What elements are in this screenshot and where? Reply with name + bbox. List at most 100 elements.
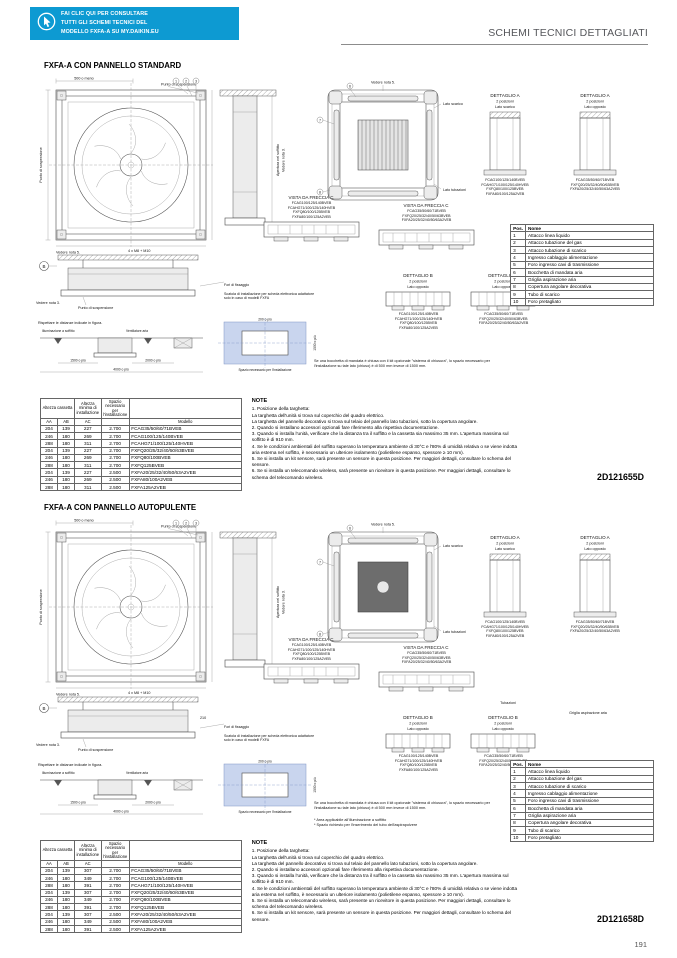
ceiling-lamp-icon (54, 338, 62, 344)
page-number: 191 (634, 940, 647, 949)
parts-row: 4 Ingresso cablaggio alimentazione (510, 253, 654, 262)
dim-aa: 204 (40, 424, 58, 434)
notes: NOTE 1. Posizione della targhetta: La ta… (252, 840, 520, 923)
dims-header-aa: AA (40, 860, 58, 868)
detail-a-models-large: FCAG100/125/140BVEB FCAHG71/100/125/140H… (481, 178, 529, 196)
notes-title: NOTE (251, 398, 268, 404)
detail-a-left: DETTAGLIO A 2 posizioni Lato scarico (483, 535, 527, 618)
dim-spazio: 2.700 (100, 874, 130, 883)
label-suspension-b: Punto di sospensione (78, 306, 113, 310)
dimension-row: 288 180 391 2.500 FXFA125A2VEB (40, 924, 242, 934)
dim-ac: 349 (74, 874, 102, 883)
suction-grille (357, 119, 409, 171)
part-pos: 4 (510, 253, 526, 262)
parts-row: 4 Ingresso cablaggio alimentazione (510, 789, 654, 798)
note-item: 3. Quando si installa l'unità, verificar… (251, 431, 509, 443)
label-dettaglio-b: DETTAGLIO B (403, 273, 432, 278)
vista-c-models-small: FCAG35/50/60/71BVEB FXFQ20/25/32/40/50/6… (401, 209, 452, 223)
detail-a-models-large: FCAG100/125/140BVEB FCAHG71/100/125/140H… (481, 620, 529, 638)
part-pos: 6 (510, 268, 526, 277)
dim-ab: 180 (57, 432, 75, 441)
label-vedere-nota-5: Vedere nota 5. (56, 251, 80, 255)
dim-modello: FCAG100/125/140BVEB (128, 874, 242, 883)
side-view-a: Apertura nel soffitto Vedere nota 3. (219, 89, 286, 226)
label-fori-fissaggio: Fori di fissaggio (224, 282, 250, 287)
self-cleaning-panel-center (357, 561, 409, 613)
label-vedere-nota-5b: Vedere nota 5. (371, 523, 395, 527)
label-vedere-nota-3: Vedere nota 3. (282, 148, 286, 172)
note-item: 6. Se si installa un telecomando wireles… (251, 468, 511, 480)
detail-a-right: DETTAGLIO A 2 posizioni Lato opposto (573, 535, 617, 618)
label-vedere-nota-5b: Vedere nota 5. (371, 81, 395, 85)
section: FXFA-A CON PANNELLO STANDARD 500 o meno (0, 52, 677, 494)
part-pos: 9 (510, 290, 526, 299)
dimension-row: 204 139 227 2.500 FXFA20/25/32/40/50/63A… (40, 468, 242, 477)
dimension-row: 288 180 391 2.700 FCAHG71/100/125/140HVE… (40, 881, 242, 890)
part-pos: 2 (510, 774, 526, 784)
dim-ac: 349 (74, 895, 102, 905)
detail-b-right: DETTAGLIO B 2 posizioni Lato opposto (470, 715, 536, 753)
dims-header-modello: Modello (128, 418, 242, 426)
part-pos: 8 (510, 282, 526, 292)
label-vedere-nota-3b: Vedere nota 3. (36, 301, 60, 305)
part-name: Attacco tubazione di scarico (525, 246, 654, 255)
part-pos: 4 (510, 789, 526, 798)
dimensions-table: Altezza cassetta Altezza minima di insta… (40, 839, 242, 934)
label-dettaglio-a: DETTAGLIO A (490, 535, 519, 540)
dim-ac: 349 (74, 917, 102, 927)
section: FXFA-A CON PANNELLO AUTOPULENTE 500 o me… (0, 494, 677, 936)
detail-b-models-large: FCAG100/125/140BVEB FCAHG71/100/125/140H… (394, 312, 443, 330)
dims-header-aa: AA (40, 418, 58, 426)
clearance-footnote: Se una bocchetta di mandata è chiusa con… (314, 801, 490, 810)
dim-spazio: 2.700 (100, 895, 130, 905)
panel-front-view: Vedere nota 5. Lato scarico Lato tubazio… (316, 523, 466, 643)
dim-ac: 227 (74, 424, 102, 434)
dim-spazio: 2.500 (100, 468, 130, 477)
dim-modello: FXFQ80/100BVEB (128, 453, 242, 463)
dimension-row: 246 180 269 2.700 FXFQ80/100BVEB (40, 453, 242, 463)
dim-ac: 269 (74, 453, 102, 463)
dim-modello: FCAG35/50/60/71BVEB (128, 866, 242, 876)
parts-row: 8 Copertura angolare decorativa (510, 818, 654, 828)
detail-b-left: DETTAGLIO B 2 posizioni Lato opposto (385, 273, 451, 311)
title-rule (341, 44, 648, 45)
part-pos: 7 (510, 275, 526, 284)
dim-aa: 204 (40, 888, 58, 897)
part-pos: 5 (510, 796, 526, 806)
parts-table: Pos. Nome 1 Attacco linea liquido (510, 759, 654, 842)
dim-spazio: 2.500 (100, 924, 130, 934)
daikin-link-banner[interactable]: FAI CLIC QUI PER CONSULTARE TUTTI GLI SC… (30, 7, 239, 40)
parts-row: 7 Griglia aspirazione aria (510, 811, 654, 820)
section-bottom: Altezza cassetta Altezza minima di insta… (40, 839, 677, 934)
parts-row: 9 Tubo di scarico (510, 290, 654, 299)
label-2-posizioni: 2 posizioni (409, 280, 427, 284)
vista-freccia-c-left: VISTA DA FRECCIA C (263, 195, 360, 242)
dims-header-altezza: Altezza cassetta (40, 397, 75, 420)
dim-aa: 288 (40, 439, 58, 448)
dim-aa: 246 (40, 874, 58, 883)
dimension-row: 204 139 307 2.500 FXFA20/25/32/40/50/63A… (40, 910, 242, 919)
section-title: FXFA-A CON PANNELLO AUTOPULENTE (44, 503, 197, 512)
dim-spazio: 2.500 (100, 475, 130, 485)
part-name: Bocchetta di mandata aria (525, 268, 654, 277)
dim-ac: 311 (74, 461, 102, 470)
dim-spazio: 2.500 (100, 910, 130, 919)
label-view-b: B (42, 264, 45, 269)
label-lato-tubazioni: Lato tubazioni (443, 630, 466, 634)
label-lato-scarico: Lato scarico (443, 544, 463, 548)
banner-line: MODELLO FXFA-A SU MY.DAIKIN.EU (61, 28, 159, 35)
callout-1: 1 (175, 79, 177, 83)
part-pos: 10 (510, 297, 526, 306)
label-2-posizioni: 2 posizioni (409, 722, 427, 726)
label-vista-freccia-c: VISTA DA FRECCIA C (404, 203, 450, 208)
part-name: Foro pretagliato (525, 833, 654, 842)
label-2-posizioni: 2 posizioni (496, 542, 514, 546)
label-vista-freccia-c: VISTA DA FRECCIA C (289, 637, 335, 642)
parts-row: 2 Attacco tubazione del gas (510, 238, 654, 248)
dim-ab: 139 (57, 888, 75, 897)
dim-spazio: 2.700 (100, 453, 130, 463)
page-title: SCHEMI TECNICI DETTAGLIATI (488, 27, 648, 39)
vista-freccia-c-right: VISTA DA FRECCIA C (378, 203, 475, 250)
label-dim-2000: 2000 o più (145, 359, 161, 363)
part-pos: 3 (510, 782, 526, 791)
